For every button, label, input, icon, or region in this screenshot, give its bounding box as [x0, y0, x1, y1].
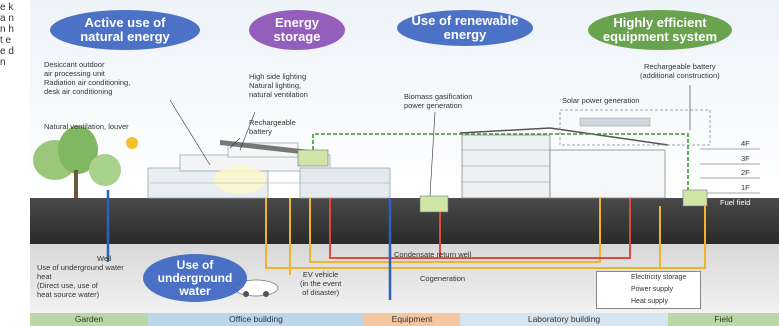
floor-3f-label: 3F — [741, 154, 750, 163]
zone-office-building: Office building — [148, 313, 364, 326]
natural-energy-heading-bg — [50, 10, 200, 50]
energy-storage-line1: Energy — [274, 15, 320, 30]
trees-illustration — [33, 126, 121, 198]
zone-laboratory-building: Laboratory building — [460, 313, 668, 326]
desiccant-line2: air processing unit — [44, 69, 105, 78]
legend-power-supply: Power supply — [631, 286, 674, 293]
floor-2f-label: 2F — [741, 168, 750, 177]
desiccant-line1: Desiccant outdoor — [44, 60, 105, 69]
high-side-lighting-label: High side lighting Natural lighting, nat… — [249, 72, 308, 99]
ev-line2: (in the event — [300, 279, 342, 288]
field-battery-box — [682, 189, 708, 207]
high-side-line3: natural ventilation — [249, 90, 308, 99]
well-label: Well Use of underground water heat (Dire… — [37, 254, 124, 299]
floor-1f-label: 1F — [741, 183, 750, 192]
equipment-system-line1: Highly efficient — [613, 15, 707, 30]
natural-energy-line2: natural energy — [80, 29, 170, 44]
legend-heat-supply: Heat supply — [631, 298, 668, 305]
renewable-energy-heading-bg — [397, 10, 533, 46]
solar-area — [559, 109, 711, 146]
zone-equipment: Equipment — [364, 313, 460, 326]
floor-level-lines — [700, 148, 760, 194]
pointer-lines — [169, 85, 691, 197]
cogeneration-text: Cogeneration — [420, 274, 466, 283]
condensate-text: Condensate return well — [394, 250, 472, 259]
condensate-return-well-label: Condensate return well — [394, 250, 471, 259]
heat-supply-lines — [329, 198, 631, 259]
equipment-system-heading-bg — [588, 10, 732, 50]
rechargeable-battery-additional-label: Rechargeable battery (additional constru… — [640, 62, 720, 80]
cogeneration-label: Cogeneration — [420, 274, 465, 283]
well-line4: (Direct use, use of — [37, 281, 98, 290]
renewable-energy-line2: energy — [443, 27, 487, 42]
power-supply-lines — [265, 198, 706, 275]
rech-battery-line1: Rechargeable — [249, 118, 296, 127]
legend-box: Electricity storage Power supply Heat su… — [596, 271, 701, 309]
desiccant-label: Desiccant outdoor air processing unit Ra… — [44, 60, 130, 96]
ev-vehicle-label: EV vehicle (in the event of disaster) — [300, 270, 341, 297]
ground-band — [30, 198, 779, 244]
floor-4f-label: 4F — [741, 139, 750, 148]
well-line1: Well — [97, 254, 112, 263]
rechargeable-battery-label: Rechargeable battery — [249, 118, 296, 136]
desiccant-line4: desk air conditioning — [44, 87, 113, 96]
well-line2: Use of underground water — [37, 263, 124, 272]
zone-field: Field — [668, 313, 779, 326]
sun-icon — [126, 137, 138, 149]
laboratory-building — [459, 117, 669, 199]
renewable-energy-line1: Use of renewable — [411, 13, 519, 28]
zone-garden: Garden — [30, 313, 148, 326]
equipment-system-line2: equipment system — [602, 29, 718, 44]
rech-add-line2: (additional construction) — [640, 71, 720, 80]
left-fragment-text: e k a n n h t e e d n — [0, 2, 14, 68]
solar-power-label: Solar power generation — [562, 96, 640, 105]
rechargeable-battery-box — [297, 149, 329, 167]
well-line5: heat source water) — [37, 290, 100, 299]
biomass-unit-box — [419, 195, 449, 213]
biomass-line1: Biomass gasification — [404, 92, 473, 101]
well-line3: heat — [37, 272, 52, 281]
natural-ventilation-label: Natural ventilation, louver — [44, 122, 129, 131]
natural-ventilation-text: Natural ventilation, louver — [44, 122, 129, 131]
underground-water-heading-bg — [143, 254, 247, 302]
solar-power-text: Solar power generation — [562, 96, 640, 105]
rech-add-line1: Rechargeable battery — [643, 62, 716, 71]
biomass-line2: power generation — [404, 101, 462, 110]
underground-line2: underground — [157, 270, 233, 285]
legend-electricity-storage: Electricity storage — [631, 274, 687, 281]
biomass-label: Biomass gasification power generation — [404, 92, 472, 110]
electricity-storage-line — [312, 133, 689, 190]
rech-battery-line2: battery — [249, 127, 272, 136]
desiccant-line3: Radiation air conditioning, — [44, 78, 131, 87]
ev-line1: EV vehicle — [302, 270, 339, 279]
ev-line3: of disaster) — [302, 288, 340, 297]
fuel-field-label: Fuel field — [720, 198, 750, 207]
underground-line3: water — [179, 283, 211, 298]
left-text-fragment: e k a n n h t e e d n — [0, 2, 14, 292]
high-side-line1: High side lighting — [249, 72, 307, 81]
energy-storage-heading-bg — [249, 10, 345, 50]
fuel-field-text: Fuel field — [720, 198, 751, 207]
energy-storage-line2: storage — [273, 29, 321, 44]
high-side-line2: Natural lighting, — [249, 81, 302, 90]
underground-line1: Use of — [176, 257, 214, 272]
natural-energy-line1: Active use of — [84, 15, 166, 30]
